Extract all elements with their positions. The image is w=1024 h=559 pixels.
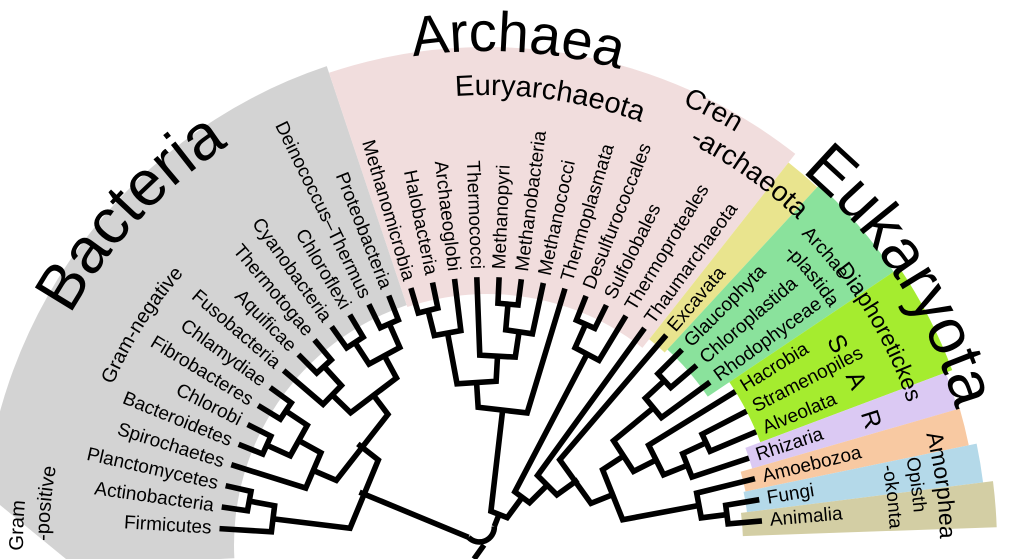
branch [366, 294, 402, 332]
branch [329, 313, 367, 352]
canvas-corner [0, 505, 66, 559]
branch [311, 391, 392, 484]
branch [698, 408, 758, 455]
wedge-sar [729, 267, 953, 443]
branch [609, 405, 659, 475]
branch [641, 378, 712, 422]
branch [330, 353, 401, 417]
branch [408, 282, 442, 317]
root-arc [466, 526, 498, 545]
branch [511, 352, 590, 507]
branch [221, 482, 255, 514]
branch [693, 475, 756, 521]
branch [296, 338, 336, 377]
branch [237, 422, 275, 458]
branch [572, 294, 609, 332]
wedge-amoebozoa [740, 408, 969, 492]
branch [219, 498, 278, 535]
branch [533, 326, 647, 499]
branch [473, 277, 522, 361]
wedge-bacteria [0, 66, 407, 559]
wedge-fungi [743, 443, 984, 513]
branch [425, 278, 464, 339]
branch [644, 389, 737, 479]
branch [556, 333, 669, 507]
branch [679, 440, 750, 481]
leaf-label-methanopyri: Methanopyri [489, 164, 515, 269]
branch-root-left [358, 489, 470, 540]
branch [444, 332, 501, 387]
leaf-label-thermococci: Thermococci [462, 160, 487, 269]
branch [265, 408, 311, 460]
branch [281, 364, 346, 409]
branch [571, 314, 629, 364]
branch [487, 407, 525, 522]
branch [256, 385, 296, 423]
branch [352, 322, 404, 368]
branch [599, 453, 700, 523]
branch [654, 347, 699, 392]
wedge-rhizaria [745, 372, 958, 469]
clade-label-gram-positive-1: Gram [6, 499, 30, 550]
branch [722, 496, 763, 527]
wedge-archaea [328, 46, 796, 348]
wedge-excavata [649, 162, 818, 353]
branch [272, 441, 382, 532]
wedge-archaeplastida [667, 184, 894, 397]
branch [495, 277, 525, 309]
branch [230, 437, 325, 492]
branch [502, 282, 547, 337]
branch [473, 287, 568, 417]
root-stub [471, 543, 487, 559]
wedge-animalia [740, 481, 997, 537]
branches [219, 277, 763, 559]
